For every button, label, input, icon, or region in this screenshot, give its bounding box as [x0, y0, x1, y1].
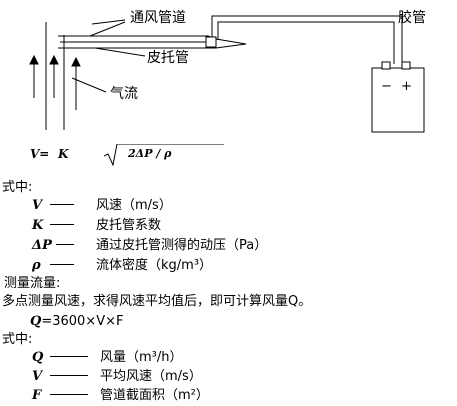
def-symbol: F: [32, 388, 42, 403]
label-pitot: 皮托管: [147, 50, 189, 66]
hose-lower: [217, 21, 395, 64]
leader-pitot: [94, 47, 146, 57]
def-row-k: K 皮托管系数: [32, 218, 161, 234]
def-row-dp: ΔP 通过皮托管测得的动压（Pa）: [32, 238, 267, 254]
formula-coef: K: [58, 147, 69, 161]
def-text: 通过皮托管测得的动压（Pa）: [96, 238, 268, 253]
def-row-v-avg: V 平均风速（m/s）: [32, 369, 202, 385]
def-dash: [50, 204, 74, 205]
def-symbol: K: [32, 218, 44, 233]
def-symbol: ΔP: [32, 238, 52, 253]
def-text: 风量（m³/h）: [100, 350, 183, 365]
flow-formula-lhs: Q: [30, 314, 42, 329]
label-airflow: 气流: [110, 86, 138, 102]
def-symbol: V: [32, 369, 43, 384]
section3-heading: 式中:: [2, 332, 33, 347]
radical-sign: [104, 144, 224, 166]
def-dash: [56, 244, 74, 245]
def-dash: [50, 394, 88, 395]
def-symbol: Q: [32, 350, 44, 365]
section2-line: 多点测量风速，求得风速平均值后，即可计算风量Q。: [2, 294, 312, 309]
flow-formula-rhs: =3600×V×F: [41, 314, 124, 329]
def-row-rho: ρ 流体密度（kg/m³）: [32, 258, 212, 274]
gauge-port-left: [381, 61, 391, 70]
def-text: 流体密度（kg/m³）: [96, 258, 213, 273]
def-text: 平均风速（m/s）: [100, 369, 202, 384]
flow-formula: Q=3600×V×F: [30, 314, 123, 330]
leader-duct: [91, 19, 126, 25]
def-dash: [50, 224, 74, 225]
def-text: 风速（m/s）: [96, 198, 172, 213]
def-text: 皮托管系数: [96, 218, 162, 233]
def-dash: [50, 264, 74, 265]
pitot-tube-diagram: − +: [29, 15, 425, 133]
def-row-q: Q 风量（m³/h）: [32, 350, 183, 366]
airflow-arrows: [29, 54, 81, 110]
gauge-minus-sign: −: [381, 79, 392, 94]
hose-upper: [211, 15, 403, 64]
gauge-port-right: [401, 61, 411, 70]
pitot-head: [205, 36, 217, 48]
section1-heading: 式中:: [2, 180, 33, 195]
def-dash: [50, 356, 88, 357]
formula-radicand: 2ΔP / ρ: [128, 147, 172, 160]
pressure-gauge: [371, 67, 425, 133]
leader-duct-2: [89, 21, 126, 37]
def-text: 管道截面积（m²）: [100, 388, 209, 403]
def-row-v: V 风速（m/s）: [32, 198, 172, 214]
def-row-f: F 管道截面积（m²）: [32, 388, 209, 404]
label-duct: 通风管道: [130, 10, 186, 26]
formula-lhs: V=: [30, 147, 50, 161]
def-symbol: V: [32, 198, 43, 213]
gauge-plus-sign: +: [401, 79, 412, 94]
def-symbol: ρ: [32, 258, 41, 273]
leader-airflow: [71, 77, 107, 93]
def-dash: [50, 375, 88, 376]
section2-heading: 测量流量:: [4, 276, 61, 291]
label-hose: 胶管: [398, 10, 426, 26]
velocity-formula: V= K 2ΔP / ρ: [30, 144, 230, 166]
